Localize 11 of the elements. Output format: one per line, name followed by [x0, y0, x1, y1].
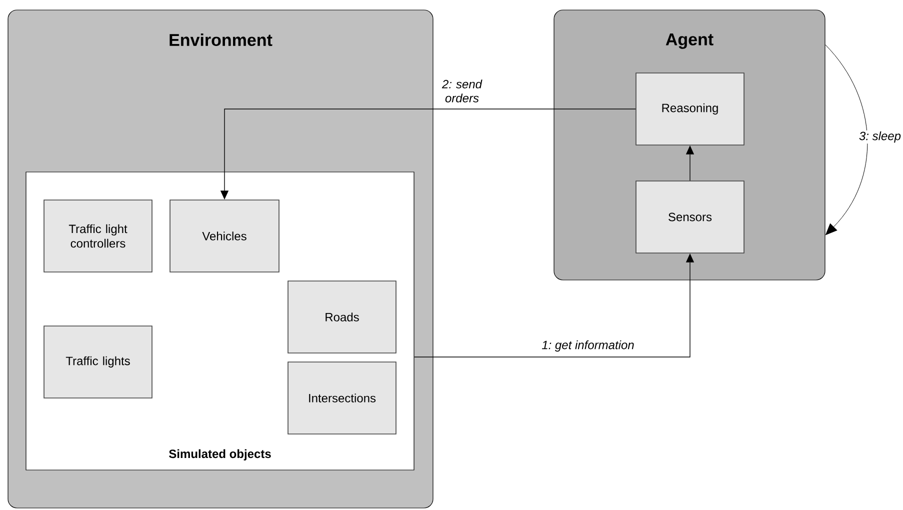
object-box: Vehicles	[170, 200, 280, 272]
edge-label: 2: send orders	[442, 80, 482, 102]
object-box: Traffic light controllers	[44, 200, 152, 272]
object-box: Sensors	[636, 180, 744, 254]
edge-label: 3: sleep	[858, 130, 902, 144]
edge-label: 1: get information	[540, 339, 636, 353]
object-box: Roads	[288, 280, 396, 354]
object-box: Traffic lights	[44, 326, 152, 398]
object-box: Reasoning	[636, 72, 744, 146]
object-box: Intersections	[288, 362, 396, 434]
arrow	[825, 44, 868, 236]
